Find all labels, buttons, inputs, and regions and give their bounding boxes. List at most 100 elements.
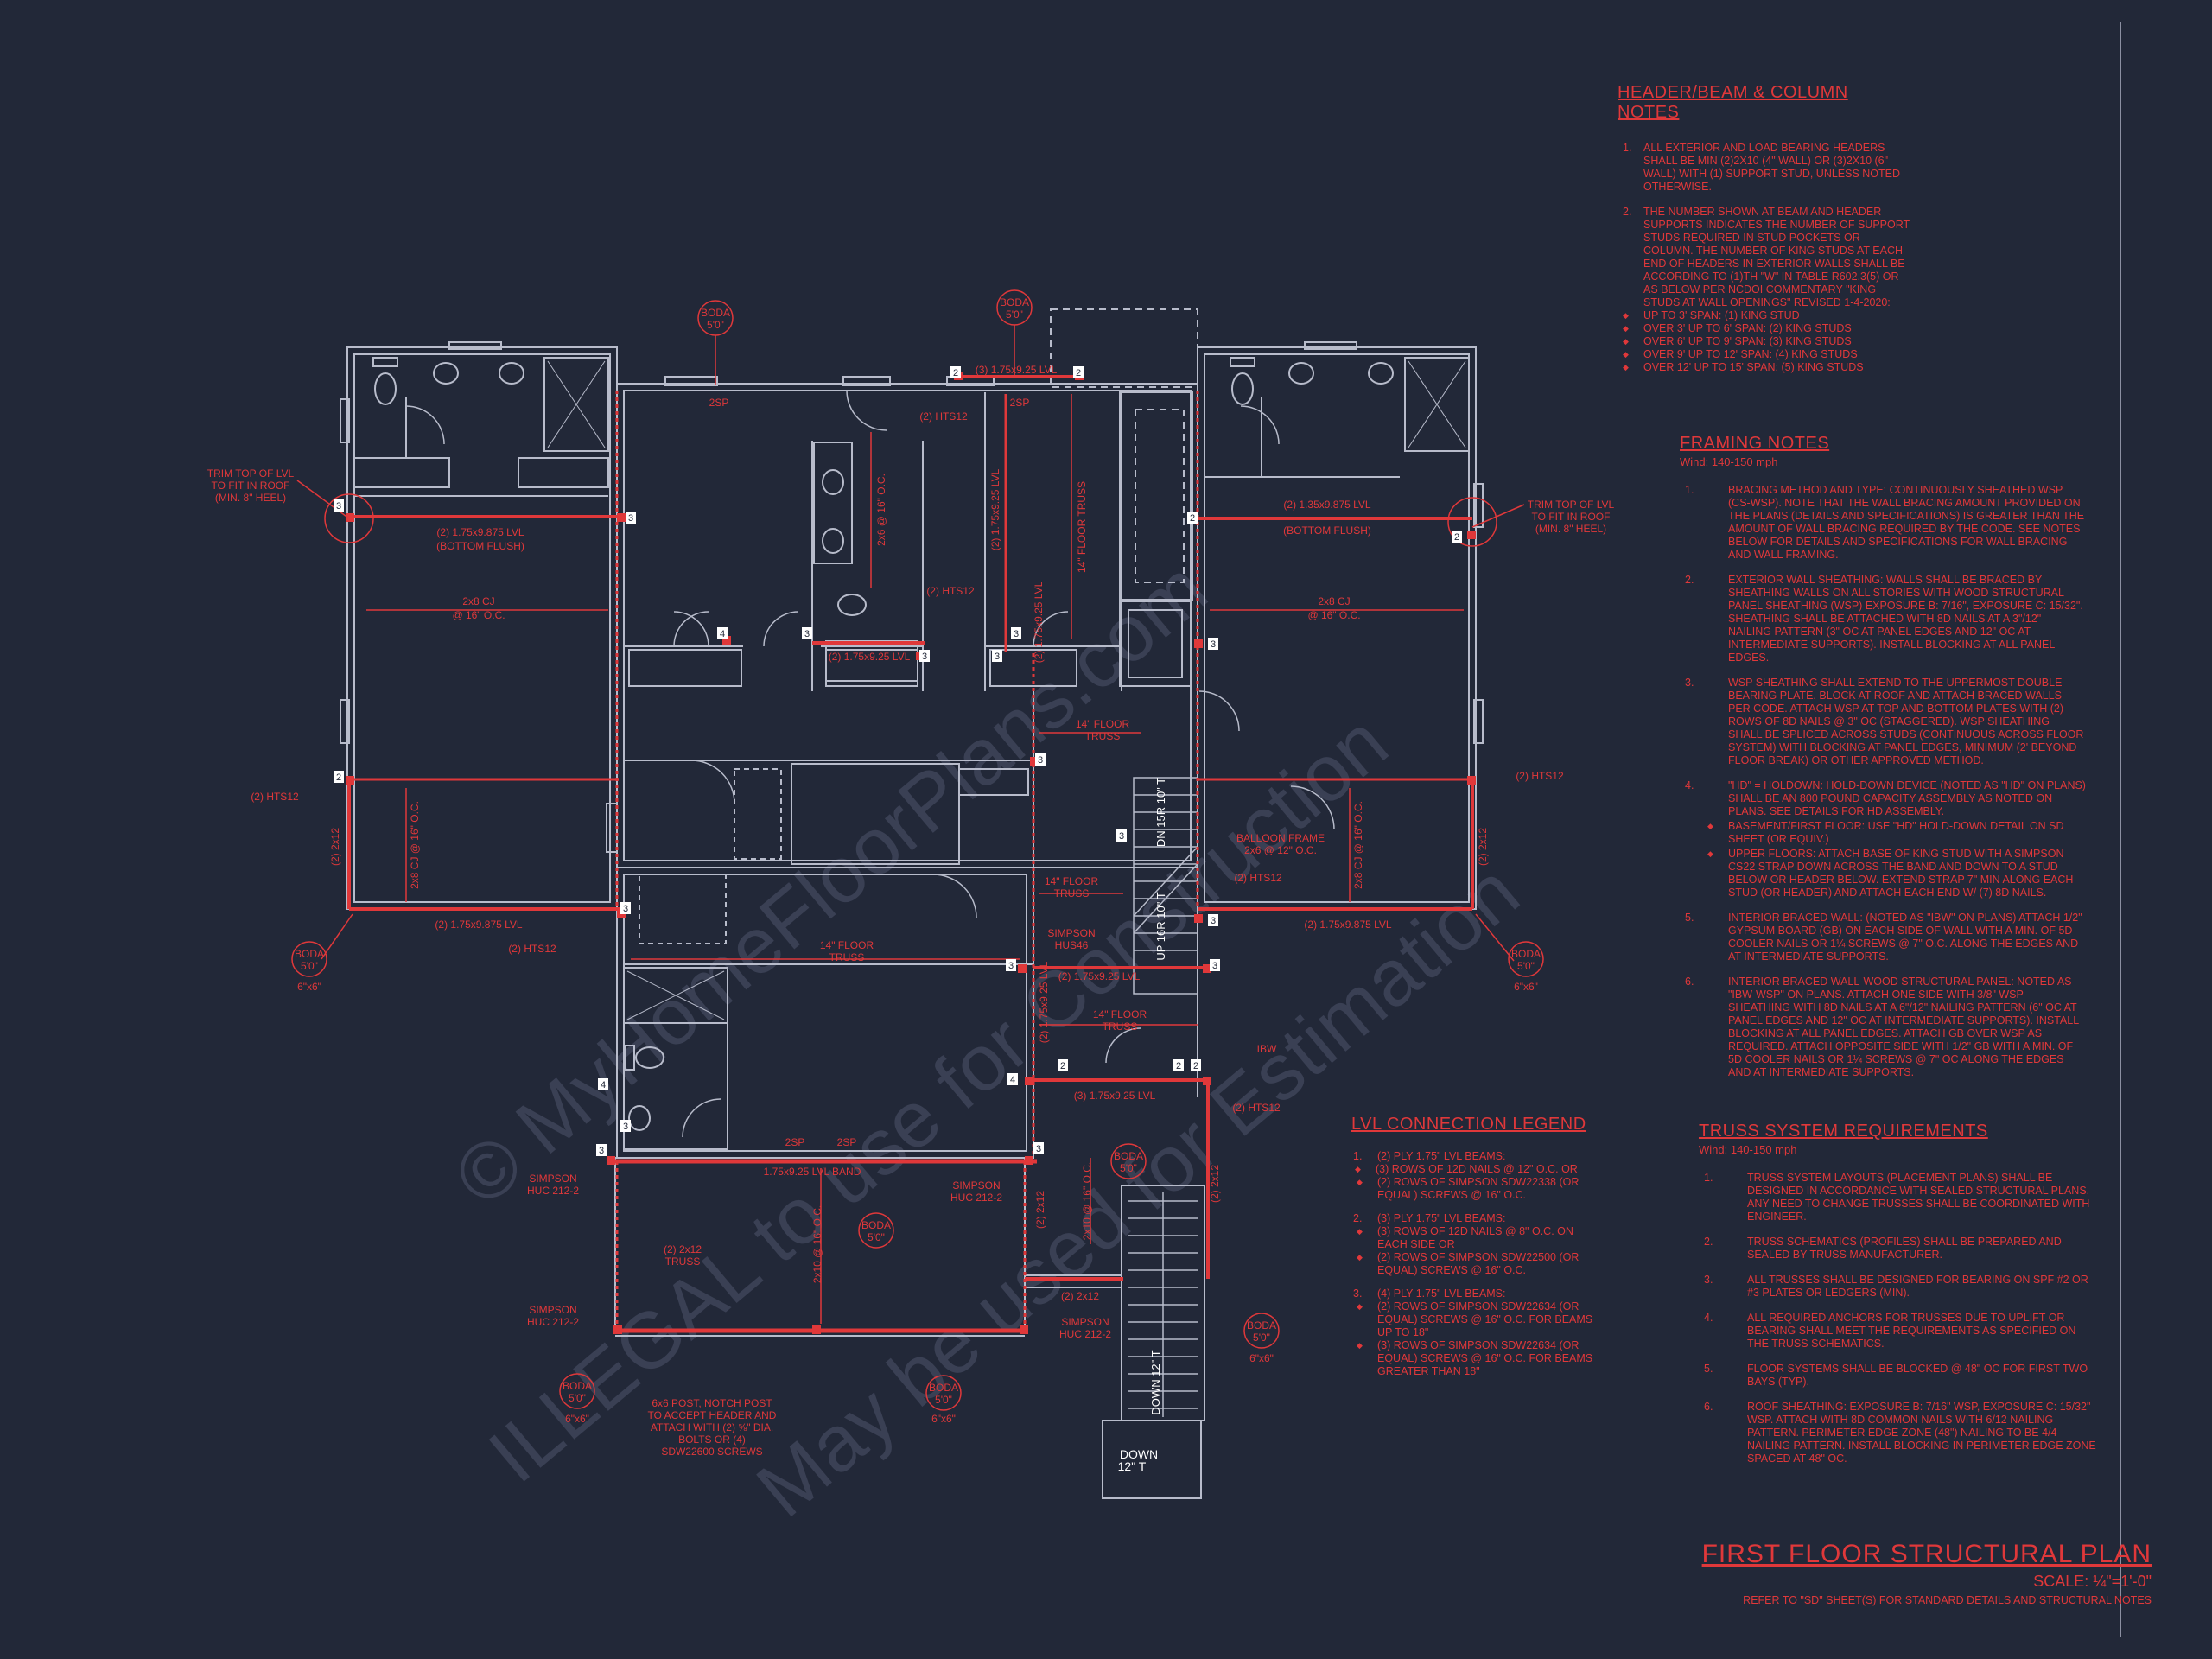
- post: [1467, 776, 1476, 785]
- stud-marker: 3: [1208, 914, 1218, 926]
- lvl-center3-label: (2) 1.75x9.25 LVL: [1058, 970, 1141, 982]
- svg-text:2: 2: [1060, 1061, 1065, 1071]
- balloon-1: BALLOON FRAME: [1236, 832, 1325, 844]
- cj-right-2: @ 16" O.C.: [1307, 609, 1360, 621]
- truss-note-item: 3.ALL TRUSSES SHALL BE DESIGNED FOR BEAR…: [1704, 1274, 2088, 1299]
- left-bath-closet-a: [353, 457, 450, 488]
- right-low-vert-label: 2x8 CJ @ 16" O.C.: [1352, 801, 1364, 889]
- door-arc-4: [1033, 611, 1069, 647]
- svg-text:3: 3: [1119, 831, 1124, 842]
- lvl-right-bath-2: (BOTTOM FLUSH): [1283, 524, 1371, 537]
- header-note-item: 1.ALL EXTERIOR AND LOAD BEARING HEADERS …: [1623, 142, 1901, 193]
- svg-text:2: 2: [1176, 1061, 1181, 1071]
- post-size-label: 6"x6": [565, 1413, 589, 1425]
- truss-system-requirements: TRUSS SYSTEM REQUIREMENTS Wind: 140-150 …: [1699, 1122, 2096, 1478]
- hd-tag-text: BODA: [295, 948, 324, 960]
- sink-center-a: [822, 469, 844, 495]
- lower-shower-x2: [626, 970, 725, 1020]
- hd-tag: [559, 1373, 595, 1409]
- porch-vert-label-2: 2x10 @ 16" O.C.: [1081, 1162, 1093, 1240]
- post: [617, 513, 626, 522]
- lvl-left-bath: (2) 1.75x9.875 LVL: [436, 526, 524, 538]
- svg-text:2: 2: [1076, 368, 1081, 378]
- svg-text:2: 2: [1190, 513, 1195, 524]
- lvl-porch-label: (3) 1.75x9.25 LVL: [1074, 1090, 1156, 1102]
- post: [1025, 1077, 1033, 1085]
- framing-note-item: 4."HD" = HOLDOWN: HOLD-DOWN DEVICE (NOTE…: [1685, 779, 2086, 817]
- post: [346, 776, 354, 785]
- trim-right-3: (MIN. 8" HEEL): [1535, 523, 1606, 535]
- window-left-top: [448, 341, 502, 350]
- hts-porch-label: (2) HTS12: [508, 943, 556, 955]
- stud-marker: 4: [717, 627, 728, 639]
- hd-tag-text: 5'0": [301, 960, 318, 972]
- truss-note-item: 4.ALL REQUIRED ANCHORS FOR TRUSSES DUE T…: [1704, 1312, 2076, 1350]
- closet-lower-c: [958, 768, 1029, 796]
- hd-tag-text: BODA: [563, 1380, 592, 1392]
- window-right-b: [1473, 699, 1484, 744]
- hd-tag-text: BODA: [1114, 1150, 1143, 1162]
- lower-stair-box: [1102, 1420, 1202, 1499]
- king-stud-bullet: OVER 9' UP TO 12' SPAN: (4) KING STUDS: [1623, 348, 1911, 361]
- floor-truss-2b: TRUSS: [1085, 730, 1121, 742]
- svg-text:3: 3: [599, 1146, 604, 1156]
- svg-text:4: 4: [720, 629, 725, 639]
- simpson-right-1: SIMPSON: [952, 1179, 1000, 1192]
- lvl-legend-title: LVL CONNECTION LEGEND: [1351, 1115, 1586, 1134]
- porch-left-vert: (2) 2x12: [1034, 1191, 1046, 1229]
- truss-note-item: 2.TRUSS SCHEMATICS (PROFILES) SHALL BE P…: [1704, 1236, 2062, 1261]
- sink-left-b: [499, 362, 524, 385]
- trim-circle-left: [324, 493, 374, 543]
- hd-tag-text: BODA: [1247, 1319, 1276, 1332]
- stud-marker: 2: [1187, 512, 1198, 524]
- framing-note-bullet: UPPER FLOORS: ATTACH BASE OF KING STUD W…: [1680, 848, 2086, 899]
- post: [722, 636, 731, 645]
- stud-marker: 3: [1011, 627, 1021, 639]
- post-note-3: ATTACH WITH (2) ⅝" DIA.: [651, 1421, 773, 1433]
- lvl-bath-label: (2) 1.75x9.25 LVL: [829, 651, 911, 663]
- stud-marker: 3: [1033, 1142, 1044, 1154]
- toilet-left: [374, 372, 397, 405]
- stud-marker: 2: [1191, 1059, 1201, 1071]
- svg-text:3: 3: [1211, 639, 1216, 650]
- center2-vert-label: (2) 1.75x9.25 LVL: [1033, 581, 1045, 663]
- door-arc-11: [1198, 690, 1240, 732]
- svg-text:2: 2: [953, 368, 958, 378]
- truss-notes-subtitle: Wind: 140-150 mph: [1699, 1143, 1797, 1156]
- svg-text:3: 3: [623, 904, 628, 914]
- framing-notes-subtitle: Wind: 140-150 mph: [1680, 455, 1778, 468]
- linen-inner: [1128, 609, 1183, 678]
- sink-lower: [628, 1105, 651, 1131]
- hts-stair-label: (2) HTS12: [1232, 1102, 1281, 1114]
- stud-marker: 2: [1173, 1059, 1184, 1071]
- walls: [340, 308, 1484, 1499]
- hd-tag-text: 5'0": [935, 1394, 952, 1406]
- stud-marker: 3: [1210, 959, 1220, 971]
- post: [812, 1325, 821, 1334]
- floor-truss-4a: 14" FLOOR: [1093, 1008, 1147, 1020]
- hd-tag-text: BODA: [929, 1382, 958, 1394]
- post: [607, 1156, 615, 1165]
- lvl-legend-item: 2.(3) PLY 1.75" LVL BEAMS: (3) ROWS OF 1…: [1351, 1212, 1602, 1277]
- door-arc-6: [405, 405, 445, 445]
- header-note-item: 2.THE NUMBER SHOWN AT BEAM AND HEADER SU…: [1618, 206, 1911, 374]
- trim-right-1: TRIM TOP OF LVL: [1528, 499, 1615, 511]
- tsp-label: 2SP: [1010, 397, 1030, 409]
- post-size-label: 6"x6": [1249, 1352, 1274, 1364]
- post: [1025, 1156, 1033, 1165]
- post: [1194, 914, 1203, 923]
- svg-text:2: 2: [1454, 532, 1459, 543]
- post: [1194, 639, 1203, 648]
- hd-tag-text: 5'0": [868, 1231, 885, 1243]
- trim-right-2: TO FIT IN ROOF: [1532, 511, 1611, 523]
- stud-marker: 2: [334, 771, 344, 783]
- left-wing-outline: [346, 346, 618, 910]
- lower-shower: [623, 967, 728, 1024]
- truss-note-item: 1.TRUSS SYSTEM LAYOUTS (PLACEMENT PLANS)…: [1704, 1172, 2090, 1223]
- door-arc-10: [1290, 785, 1335, 830]
- lvl-right-bath: (2) 1.35x9.875 LVL: [1283, 499, 1371, 511]
- hd-tag: [1508, 941, 1544, 977]
- stud-marker: 3: [802, 627, 812, 639]
- plan-title: FIRST FLOOR STRUCTURAL PLAN: [1701, 1540, 2152, 1568]
- post-note-1: 6x6 POST, NOTCH POST: [652, 1397, 772, 1409]
